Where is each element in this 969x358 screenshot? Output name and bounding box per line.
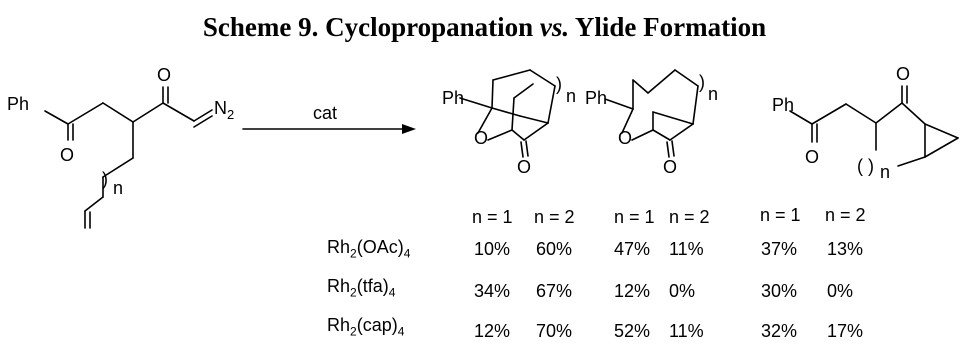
paren-label: ) [102,169,108,189]
catalyst-label: Rh2(tfa)4 [327,276,396,300]
n-label: n [880,162,890,182]
n-label: n [708,84,718,104]
ph-label: Ph [772,95,794,115]
table-header: n = 2 [669,207,710,227]
yield-cell: 52% [614,321,651,341]
carbonyl-o-label: O [663,157,677,177]
scheme-title: Scheme 9. Cyclopropanation vs. Ylide For… [0,12,969,43]
carbonyl-o-label: O [896,64,910,84]
title-suffix: Ylide Formation [569,12,767,42]
ph-label: Ph [585,88,607,108]
bridge-o-label: O [474,128,488,148]
yield-cell: 30% [761,281,798,301]
product-cage-structure-1: Ph O O ) n [442,69,576,177]
paren-label: ) [868,156,874,176]
yield-cell: 12% [474,321,511,341]
yield-cell: 11% [669,239,704,259]
n2-label: N2 [214,98,234,122]
yield-cell: 0% [669,281,696,301]
title-vs: vs. [539,12,570,42]
n-label: n [566,86,576,106]
carbonyl-o-label: O [805,147,819,167]
yield-cell: 0% [827,281,854,301]
yield-cell: 67% [536,281,573,301]
yield-cell: 11% [669,321,704,341]
yield-cell: 32% [761,321,798,341]
table-header: n = 1 [614,207,655,227]
yield-cell: 10% [474,239,511,259]
ph-label: Ph [442,88,464,108]
paren-label: ) [556,74,562,94]
yield-cell: 60% [536,239,573,259]
yield-cell: 37% [761,239,798,259]
yield-cell: 47% [614,239,651,259]
yield-cell: 70% [536,321,573,341]
paren-open-label: ( [857,156,863,176]
arrow-label-cat: cat [313,103,337,123]
diazo-ketone-structure: Ph O O N2 ) n [7,65,234,229]
catalyst-label: Rh2(cap)4 [327,315,405,339]
table-header: n = 1 [472,207,513,227]
product-cage-structure-2: Ph O O ) n [585,69,718,177]
table-header: n = 1 [760,205,801,225]
table-header: n = 2 [825,205,866,225]
yield-cell: 13% [827,239,864,259]
catalyst-label: Rh2(OAc)4 [327,237,411,261]
reaction-arrow: cat [242,103,416,134]
yield-cell: 12% [614,281,651,301]
carbonyl-o-label: O [60,145,74,165]
title-prefix: Scheme 9. Cyclopropanation [202,12,540,42]
paren-label: ) [699,72,705,92]
carbonyl-o-label: O [517,157,531,177]
ph-label: Ph [7,94,29,114]
product-cyclopropane-structure: Ph O O ( ) n [772,64,959,182]
carbonyl-o-label: O [157,65,171,85]
bridge-o-label: O [618,128,632,148]
yield-cell: 17% [827,321,864,341]
table-header: n = 2 [534,207,575,227]
n-label: n [113,178,123,198]
yield-cell: 34% [474,281,511,301]
